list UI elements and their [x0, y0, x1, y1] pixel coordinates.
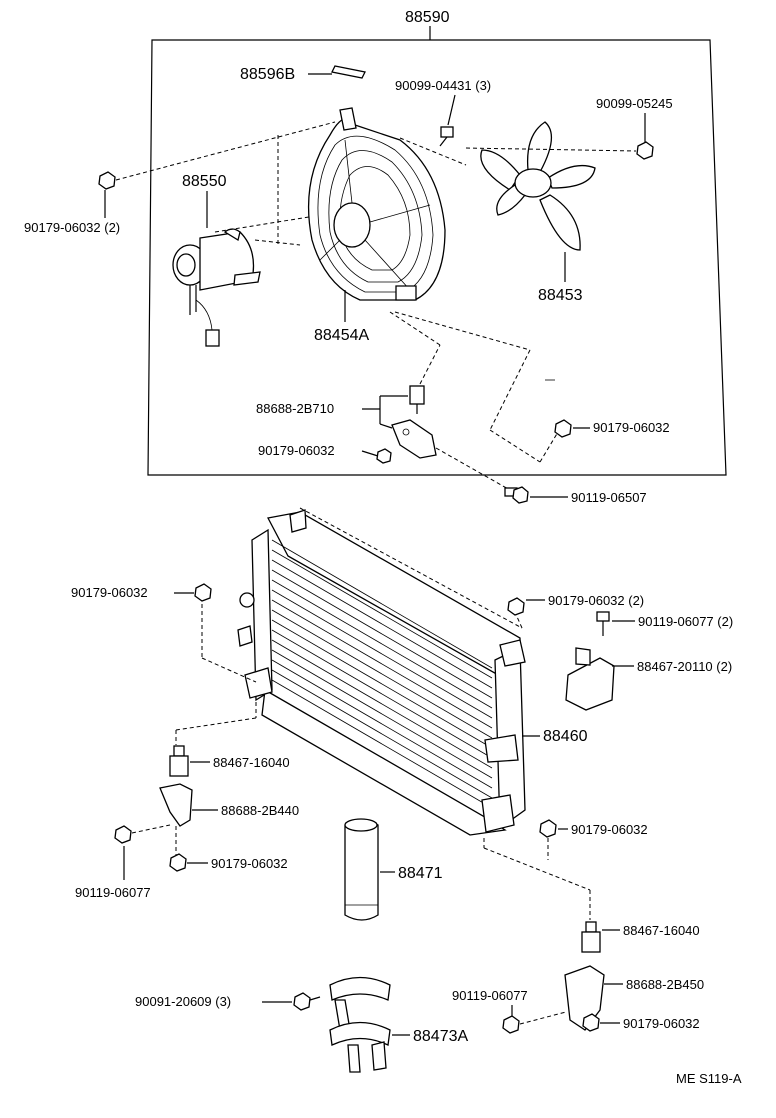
fan-shroud-icon: [307, 107, 446, 301]
bracket-icon: [391, 419, 437, 459]
label-88467-16040-right: 88467-16040: [623, 923, 700, 938]
label-90179-06032-c: 90179-06032: [71, 585, 148, 600]
nut-icon: [636, 141, 654, 160]
fan-blade-icon: [480, 121, 596, 251]
label-90099-05245: 90099-05245: [596, 96, 673, 111]
nut-icon: [539, 819, 557, 838]
label-88590: 88590: [405, 9, 450, 26]
label-90179-06032-d: 90179-06032: [211, 856, 288, 871]
label-88453: 88453: [538, 287, 583, 304]
bracket-icon: [564, 965, 605, 1031]
bracket-icon: [159, 783, 193, 827]
nut-icon: [194, 583, 212, 602]
label-90119-06507: 90119-06507: [571, 490, 647, 505]
label-90099-04431: 90099-04431 (3): [395, 78, 491, 93]
label-88471: 88471: [398, 865, 443, 882]
nut-icon: [582, 1013, 600, 1032]
bracket-icon: [565, 647, 615, 711]
assembly-frame: [147, 39, 727, 476]
label-88688-2b440: 88688-2B440: [221, 803, 299, 818]
label-90119-06077-left: 90119-06077: [75, 885, 151, 900]
label-90179-06032-2-mid: 90179-06032 (2): [548, 593, 644, 608]
label-88460: 88460: [543, 728, 588, 745]
label-88688-2b710: 88688-2B710: [256, 401, 334, 416]
label-90179-06032-a: 90179-06032: [258, 443, 335, 458]
bolt-icon: [504, 486, 529, 504]
fan-motor-icon: [172, 228, 261, 347]
label-88473a: 88473A: [413, 1028, 468, 1045]
clamp-bracket-icon: [329, 976, 391, 1073]
bolt-icon: [293, 992, 321, 1011]
label-88454a: 88454A: [314, 327, 369, 344]
label-90091-20609-3: 90091-20609 (3): [135, 994, 231, 1009]
nut-icon: [507, 597, 525, 616]
sensor-icon: [409, 385, 425, 414]
label-88467-16040-left: 88467-16040: [213, 755, 290, 770]
label-88550: 88550: [182, 173, 227, 190]
nut-icon: [169, 853, 187, 872]
nut-icon: [376, 448, 392, 464]
label-90179-06032-f: 90179-06032: [623, 1016, 700, 1031]
label-88596b: 88596B: [240, 66, 295, 83]
switch-icon: [581, 921, 601, 953]
label-88467-20110-2: 88467-20110 (2): [637, 659, 732, 674]
bolt-icon: [114, 825, 132, 844]
bolt-icon: [596, 611, 610, 636]
label-90119-06077-right: 90119-06077: [452, 988, 528, 1003]
label-plate-icon: [331, 65, 366, 79]
figure-code: ME S119-A: [676, 1071, 742, 1086]
receiver-drier-icon: [344, 818, 379, 921]
label-90179-06032-b: 90179-06032: [593, 420, 670, 435]
bolt-icon: [502, 1015, 520, 1034]
label-88688-2b450: 88688-2B450: [626, 977, 704, 992]
label-90179-06032-e: 90179-06032: [571, 822, 648, 837]
switch-icon: [169, 745, 189, 777]
nut-icon: [554, 419, 572, 438]
label-90179-06032-2-top: 90179-06032 (2): [24, 220, 120, 235]
nut-icon: [98, 171, 116, 190]
condenser-icon: [237, 509, 526, 836]
label-90119-06077-2: 90119-06077 (2): [638, 614, 733, 629]
screw-icon: [439, 126, 454, 147]
